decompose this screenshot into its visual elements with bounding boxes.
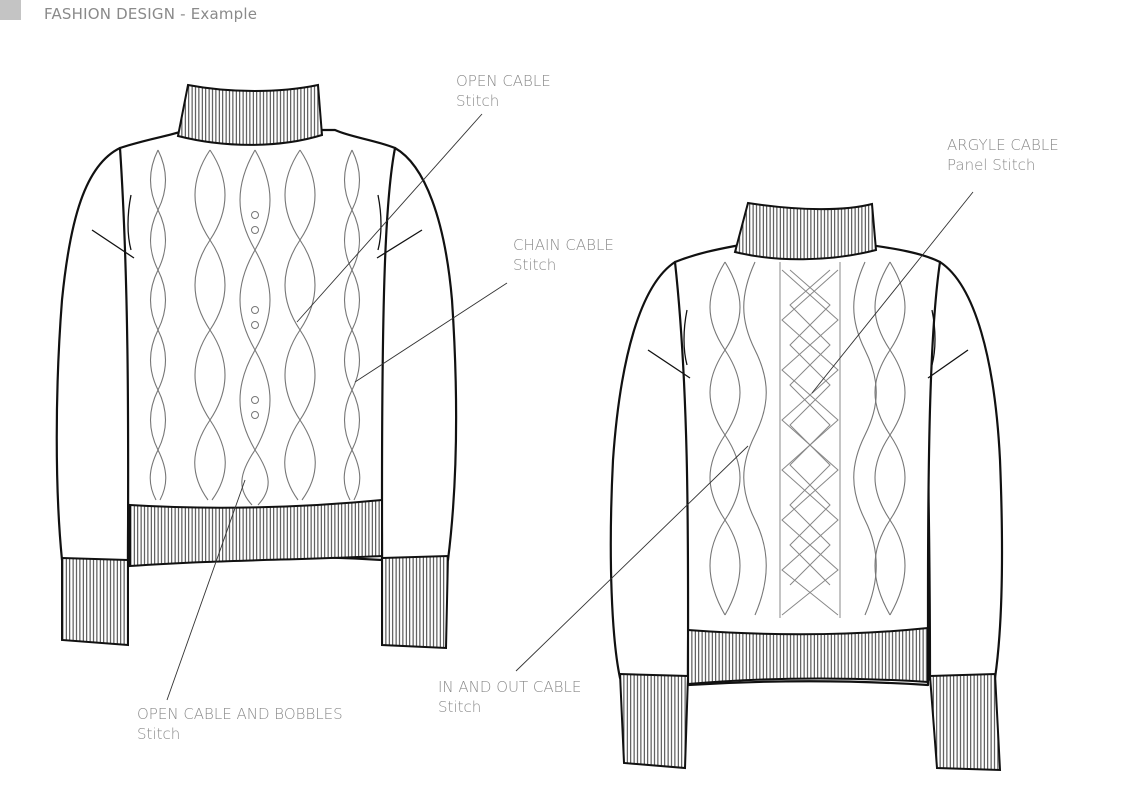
- callout-open-cable-title: OPEN CABLE: [456, 72, 551, 90]
- callout-leader-lines: [166, 113, 974, 701]
- front-shoulder-seam-right: [376, 229, 423, 259]
- leader-open-cable-bobbles: [166, 479, 246, 701]
- back-waist-rib: [687, 626, 929, 686]
- callout-in-and-out-cable-title: IN AND OUT CABLE: [438, 678, 582, 696]
- back-turtleneck-collar: [733, 201, 878, 261]
- callout-open-cable-subtitle: Stitch: [456, 92, 500, 110]
- header-marker: [0, 0, 21, 20]
- back-argyle-panel: [779, 262, 841, 618]
- leader-open-cable: [296, 113, 483, 323]
- callout-in-and-out-cable: IN AND OUT CABLE Stitch: [438, 677, 581, 717]
- callout-open-cable-bobbles: OPEN CABLE AND BOBBLES Stitch: [137, 704, 343, 744]
- back-right-cuff: [928, 672, 1002, 772]
- leader-chain-cable: [354, 282, 508, 383]
- front-turtleneck-collar: [176, 83, 324, 146]
- callout-in-and-out-cable-subtitle: Stitch: [438, 698, 482, 716]
- front-shoulder-seam-left: [91, 229, 135, 259]
- front-cable-panel: [149, 149, 361, 506]
- callout-chain-cable-subtitle: Stitch: [513, 256, 557, 274]
- callout-open-cable-bobbles-subtitle: Stitch: [137, 725, 181, 743]
- callout-open-cable: OPEN CABLE Stitch: [456, 71, 551, 111]
- callout-chain-cable: CHAIN CABLE Stitch: [513, 235, 614, 275]
- back-dart-left: [683, 309, 688, 366]
- back-body: [673, 243, 942, 687]
- front-waist-rib: [129, 498, 383, 568]
- front-sweater: [55, 83, 458, 650]
- leader-argyle-cable: [811, 191, 974, 394]
- back-shoulder-seam-right: [927, 349, 969, 379]
- back-right-sleeve: [923, 260, 1004, 682]
- leader-in-out-cable: [515, 445, 749, 672]
- back-cable-panel: [709, 261, 906, 618]
- front-dart-left: [127, 194, 132, 251]
- page-title: FASHION DESIGN - Example: [44, 5, 258, 23]
- back-sweater: [609, 201, 1004, 772]
- callout-argyle-cable-subtitle: Panel Stitch: [947, 156, 1036, 174]
- callout-chain-cable-title: CHAIN CABLE: [513, 236, 614, 254]
- callout-argyle-cable-title: ARGYLE CABLE: [947, 136, 1059, 154]
- callout-open-cable-bobbles-title: OPEN CABLE AND BOBBLES: [137, 705, 343, 723]
- front-right-cuff: [381, 554, 450, 650]
- back-in-out-cable-right: [853, 261, 877, 616]
- front-left-cuff: [61, 556, 129, 647]
- back-dart-right: [931, 309, 936, 366]
- callout-argyle-cable: ARGYLE CABLE Panel Stitch: [947, 135, 1059, 175]
- back-left-cuff: [618, 672, 690, 770]
- front-dart-right: [377, 194, 382, 251]
- back-shoulder-seam-left: [647, 349, 691, 379]
